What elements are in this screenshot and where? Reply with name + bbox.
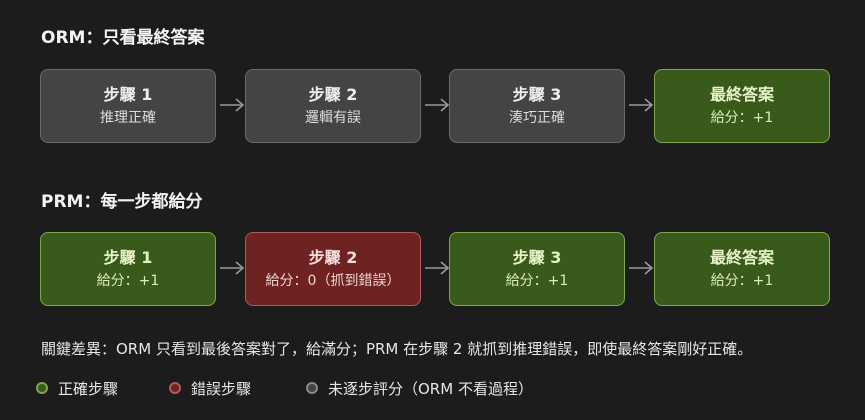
orm-step-3-sub: 湊巧正確 [509, 110, 565, 126]
prm-step-2-sub: 給分：0（抓到錯誤） [265, 273, 401, 289]
orm-section-title: ORM：只看最終答案 [41, 28, 205, 48]
legend-item-unscored: 未逐步評分（ORM 不看過程） [306, 377, 533, 399]
legend-label-correct: 正確步驟 [58, 379, 119, 398]
orm-step-1-sub: 推理正確 [100, 110, 156, 126]
prm-step-3-box: 步驟 3 給分：+1 [449, 232, 625, 306]
prm-step-2-title: 步驟 2 [308, 248, 358, 267]
arrow-right-icon [217, 95, 247, 115]
arrow-right-icon [217, 258, 247, 278]
legend-item-correct: 正確步驟 [36, 377, 118, 399]
prm-step-1-sub: 給分：+1 [96, 273, 160, 289]
orm-final-answer-box: 最終答案 給分：+1 [654, 69, 830, 143]
red-dot-icon [169, 382, 181, 394]
orm-final-answer-sub: 給分：+1 [710, 110, 774, 126]
orm-flow: 步驟 1 推理正確 步驟 2 邏輯有誤 步驟 3 湊巧正確 最終答案 給分：+1 [40, 69, 830, 145]
legend-label-unscored: 未逐步評分（ORM 不看過程） [328, 379, 533, 398]
prm-step-1-box: 步驟 1 給分：+1 [40, 232, 216, 306]
prm-section-title: PRM：每一步都給分 [41, 192, 203, 212]
orm-final-answer-title: 最終答案 [709, 85, 774, 104]
prm-flow: 步驟 1 給分：+1 步驟 2 給分：0（抓到錯誤） 步驟 3 給分：+1 最終… [40, 232, 830, 308]
prm-final-answer-title: 最終答案 [709, 248, 774, 267]
gray-dot-icon [306, 382, 318, 394]
arrow-right-icon [422, 95, 452, 115]
legend-item-error: 錯誤步驟 [169, 377, 251, 399]
arrow-right-icon [626, 95, 656, 115]
prm-step-3-sub: 給分：+1 [505, 273, 569, 289]
legend-label-error: 錯誤步驟 [191, 379, 252, 398]
orm-step-3-title: 步驟 3 [512, 85, 562, 104]
orm-step-2-box: 步驟 2 邏輯有誤 [245, 69, 421, 143]
orm-step-2-sub: 邏輯有誤 [305, 110, 361, 126]
key-difference-summary: 關鍵差異：ORM 只看到最後答案對了，給滿分；PRM 在步驟 2 就抓到推理錯誤… [41, 340, 753, 358]
orm-step-1-title: 步驟 1 [103, 85, 153, 104]
orm-step-2-title: 步驟 2 [308, 85, 358, 104]
prm-final-answer-sub: 給分：+1 [710, 273, 774, 289]
arrow-right-icon [422, 258, 452, 278]
prm-step-3-title: 步驟 3 [512, 248, 562, 267]
prm-step-2-box: 步驟 2 給分：0（抓到錯誤） [245, 232, 421, 306]
orm-step-1-box: 步驟 1 推理正確 [40, 69, 216, 143]
legend: 正確步驟 錯誤步驟 未逐步評分（ORM 不看過程） [0, 377, 865, 399]
arrow-right-icon [626, 258, 656, 278]
orm-step-3-box: 步驟 3 湊巧正確 [449, 69, 625, 143]
green-dot-icon [36, 382, 48, 394]
prm-final-answer-box: 最終答案 給分：+1 [654, 232, 830, 306]
prm-step-1-title: 步驟 1 [103, 248, 153, 267]
